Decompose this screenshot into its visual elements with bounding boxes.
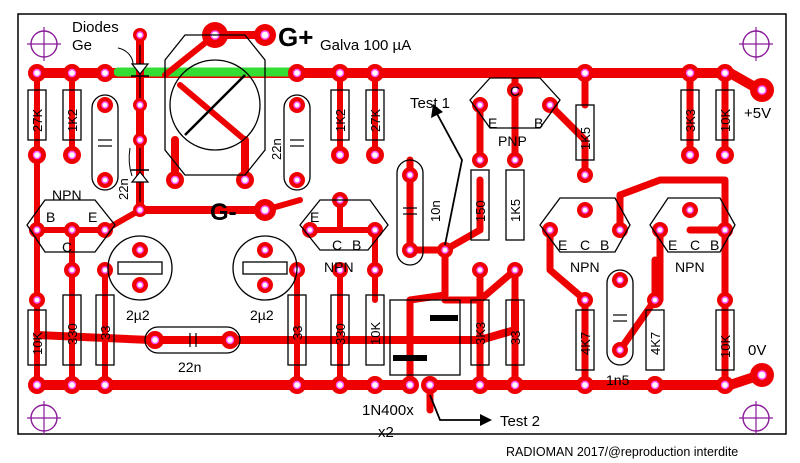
npn-mid-b: B <box>352 237 361 253</box>
res-top-9: 10K <box>718 109 733 132</box>
res-top-1: 27K <box>30 109 45 132</box>
label-g-minus: G- <box>210 199 237 226</box>
label-copyright: RADIOMAN 2017/@reproduction interdite <box>506 445 738 459</box>
res-top-7: 1K5 <box>578 127 593 150</box>
mounting-hole-bottom-left <box>27 401 61 435</box>
npn-r2-type: NPN <box>675 259 705 275</box>
npn-r1-c: C <box>580 237 590 253</box>
npn-r2-e: E <box>668 237 677 253</box>
cap-2u2-right: 2µ2 <box>250 307 274 323</box>
npn-mid-c: C <box>332 237 342 253</box>
res-bot-4: 33 <box>290 326 305 340</box>
res-top-4: 27K <box>368 109 383 132</box>
npn-r2-c: C <box>690 237 700 253</box>
res-bot-8: 33 <box>508 331 523 345</box>
res-top-6: 1K5 <box>508 199 523 222</box>
label-plus5v: +5V <box>744 105 771 122</box>
cap-22n-bottom: 22n <box>178 359 201 375</box>
label-0v: 0V <box>748 342 766 359</box>
labels: Diodes Ge G+ Galva 100 µA Test 1 +5V G- … <box>30 19 771 459</box>
pnp-type: PNP <box>498 133 527 149</box>
cap-22n-left: 22n <box>116 178 131 200</box>
npn-r1-e: E <box>558 237 567 253</box>
cap-2u2-left: 2µ2 <box>126 307 150 323</box>
label-g-plus: G+ <box>278 22 313 52</box>
res-bot-2: 330 <box>65 323 80 345</box>
label-galva: Galva 100 µA <box>320 37 411 54</box>
diode-lower <box>130 148 150 202</box>
label-test2: Test 2 <box>500 413 540 430</box>
label-diode-part: 1N400x <box>362 402 414 419</box>
npn-left-e: E <box>88 209 97 225</box>
npn-r2-b: B <box>710 237 719 253</box>
res-top-8: 3K3 <box>683 109 698 132</box>
label-diode-qty: x2 <box>378 424 394 441</box>
label-diodes: Diodes <box>72 19 119 36</box>
cap-22n-mid: 22n <box>269 138 284 160</box>
res-bot-5: 330 <box>333 323 348 345</box>
npn-left-type: NPN <box>52 187 82 203</box>
res-top-3: 1K2 <box>333 109 348 132</box>
npn-mid-e: E <box>310 209 319 225</box>
npn-r1-b: B <box>600 237 609 253</box>
npn-mid-type: NPN <box>324 259 354 275</box>
res-top-5: 150 <box>473 200 488 222</box>
label-test1: Test 1 <box>410 95 450 112</box>
res-bot-1: 10K <box>30 332 45 355</box>
cap-1n5: 1n5 <box>606 372 630 388</box>
res-bot-3: 33 <box>98 326 113 340</box>
cap-10n: 10n <box>428 200 443 222</box>
diode-upper <box>130 45 150 98</box>
res-bot-9: 4K7 <box>578 332 593 355</box>
pnp-c: C <box>510 83 520 99</box>
npn-left-b: B <box>46 209 55 225</box>
board-outline <box>17 13 787 435</box>
mounting-hole-bottom-right <box>739 401 773 435</box>
pnp-e: E <box>488 115 497 131</box>
res-bot-7: 3K3 <box>473 322 488 345</box>
npn-left-c: C <box>62 239 72 255</box>
silkscreen <box>26 34 736 426</box>
res-bot-11: 10K <box>718 335 733 358</box>
pnp-b: B <box>534 115 543 131</box>
res-top-2: 1K2 <box>65 109 80 132</box>
npn-r1-type: NPN <box>570 259 600 275</box>
mounting-hole-top-right <box>739 27 773 61</box>
label-ge: Ge <box>72 37 92 54</box>
res-bot-6: 10K <box>368 322 383 345</box>
res-bot-10: 4K7 <box>648 332 663 355</box>
mounting-hole-top-left <box>27 27 61 61</box>
